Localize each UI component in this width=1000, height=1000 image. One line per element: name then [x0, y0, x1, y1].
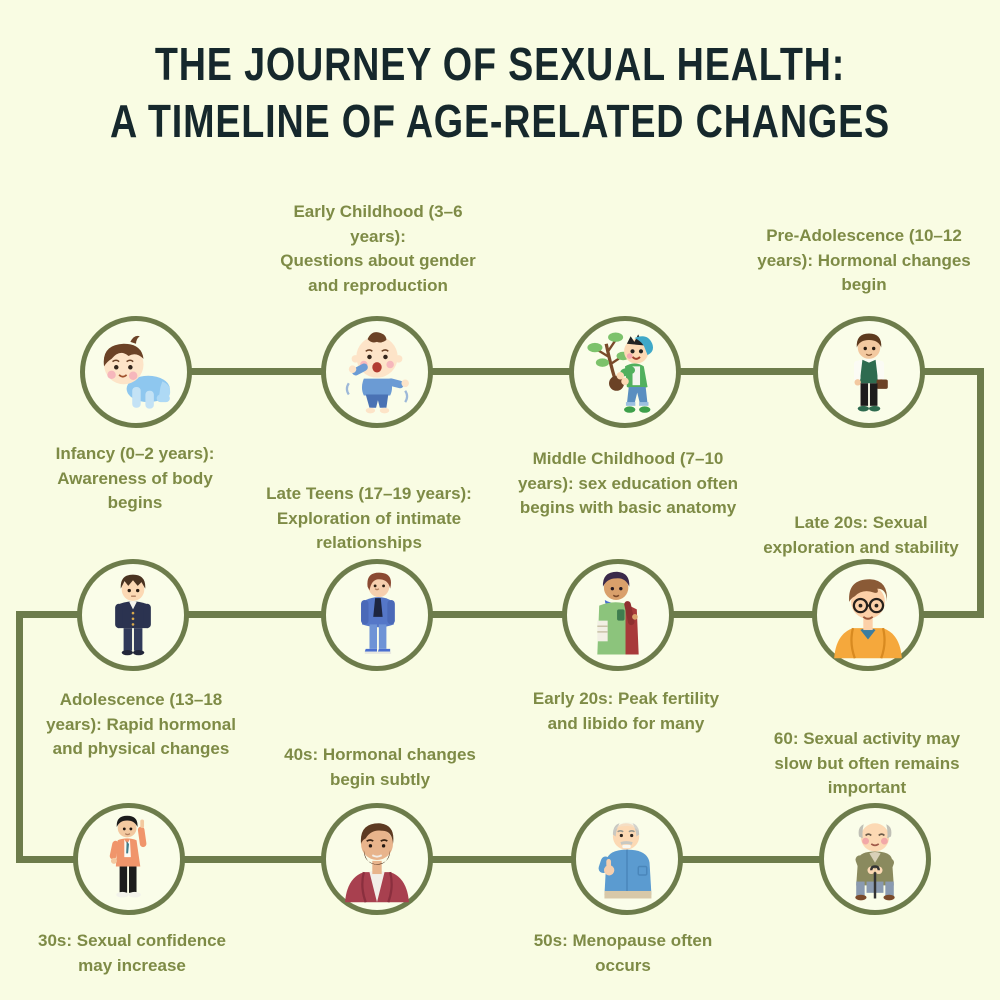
node-adolescence [77, 559, 189, 671]
node-30s [73, 803, 185, 915]
label-infancy: Infancy (0–2 years): Awareness of body b… [55, 444, 215, 512]
label-60s: 60: Sexual activity may slow but often r… [773, 729, 961, 797]
teen-blue-jacket-icon [361, 572, 395, 654]
connector-left-vertical [16, 611, 23, 863]
man-cardigan-pointing-icon [109, 815, 147, 898]
older-man-thumbs-up-icon [598, 822, 652, 899]
node-50s [571, 803, 683, 915]
node-middle-childhood [569, 316, 681, 428]
label-late-teens: Late Teens (17–19 years): Exploration of… [266, 484, 472, 552]
node-late-20s [812, 559, 924, 671]
label-pre-adolescence: Pre-Adolescence (10–12 years): Hormonal … [757, 226, 971, 294]
student-backpack-icon [597, 571, 639, 655]
boy-with-book-icon [853, 333, 888, 412]
man-glasses-hoodie-icon [834, 579, 902, 659]
node-pre-adolescence [813, 316, 925, 428]
teen-school-uniform-icon [115, 574, 151, 656]
boy-with-sapling-icon [587, 332, 654, 413]
connector-row3 [16, 856, 879, 863]
node-late-teens [321, 559, 433, 671]
label-30s: 30s: Sexual confidence may increase [37, 931, 227, 975]
baby-crawling-icon [103, 335, 171, 409]
node-60s [819, 803, 931, 915]
page-title: THE JOURNEY OF SEXUAL HEALTH: A TIMELINE… [0, 36, 1000, 150]
node-early-childhood [321, 316, 433, 428]
title-line-2: A TIMELINE OF AGE-RELATED CHANGES [109, 95, 891, 147]
node-early-20s [562, 559, 674, 671]
man-beard-jacket-icon [345, 823, 409, 903]
label-early-20s: Early 20s: Peak fertility and libido for… [532, 689, 720, 733]
node-40s [321, 803, 433, 915]
node-infancy [80, 316, 192, 428]
label-late-20s: Late 20s: Sexual exploration and stabili… [763, 513, 959, 557]
label-middle-childhood: Middle Childhood (7–10 years): sex educa… [517, 449, 739, 517]
toddler-standing-icon [345, 332, 409, 414]
title-line-1: THE JOURNEY OF SEXUAL HEALTH: [154, 38, 846, 90]
elderly-man-cane-icon [855, 823, 895, 901]
label-40s: 40s: Hormonal changes begin subtly [284, 745, 476, 789]
connector-right-vertical [977, 368, 984, 618]
connector-row1 [135, 368, 984, 375]
connector-row2 [16, 611, 984, 618]
label-early-childhood: Early Childhood (3–6 years): Questions a… [280, 202, 476, 295]
label-50s: 50s: Menopause often occurs [533, 931, 713, 975]
label-adolescence: Adolescence (13–18 years): Rapid hormona… [46, 690, 236, 758]
